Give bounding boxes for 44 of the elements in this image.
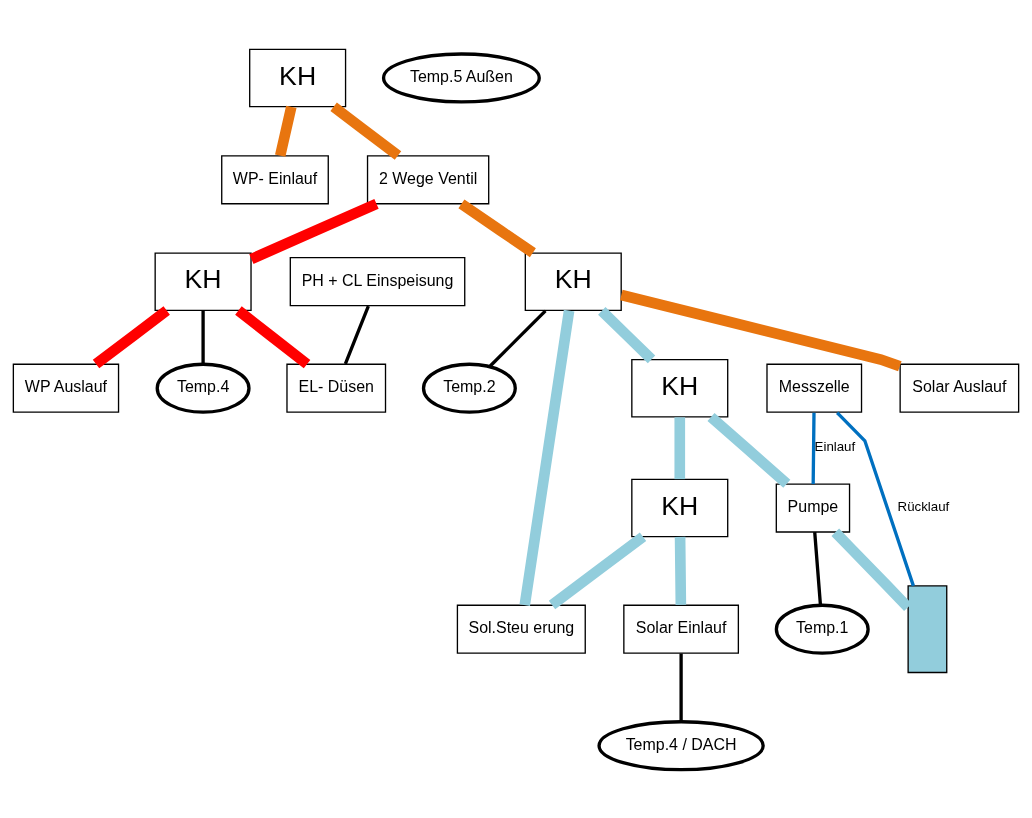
node-box: PH + CL Einspeisung xyxy=(289,256,466,306)
node-box: EL- Düsen xyxy=(286,363,387,413)
node-box: 2 Wege Ventil xyxy=(366,154,490,204)
connector xyxy=(598,306,656,363)
connector xyxy=(235,305,311,368)
node-box: KH xyxy=(631,358,729,417)
connector xyxy=(519,309,575,606)
connector xyxy=(831,528,912,611)
connector xyxy=(620,289,902,371)
node-ellipse: Temp.2 xyxy=(421,362,517,414)
connector xyxy=(488,309,547,368)
node-bar xyxy=(907,584,948,673)
connector xyxy=(275,105,297,157)
connector xyxy=(813,531,823,605)
node-box: WP- Einlauf xyxy=(221,154,329,204)
connector xyxy=(679,653,683,721)
node-box: WP Auslauf xyxy=(12,363,120,413)
connector xyxy=(343,304,370,364)
node-ellipse: Temp.4 xyxy=(155,362,251,414)
node-box: Solar Einlauf xyxy=(623,604,740,654)
connector xyxy=(201,310,205,364)
connector xyxy=(92,305,170,368)
node-ellipse: Temp.4 / DACH xyxy=(597,719,765,771)
node-box: Messzelle xyxy=(766,363,863,413)
connector xyxy=(811,412,816,484)
node-box: Sol.Steu erung xyxy=(456,604,586,654)
node-box: Solar Auslauf xyxy=(899,363,1020,413)
connector xyxy=(707,412,791,488)
node-box: KH xyxy=(524,251,622,311)
connector xyxy=(330,101,402,160)
connector xyxy=(548,532,647,609)
connector xyxy=(674,416,686,479)
connector xyxy=(458,199,536,257)
connector xyxy=(836,411,915,586)
node-ellipse: Temp.1 xyxy=(774,603,870,655)
connector xyxy=(249,198,379,264)
node-box: KH xyxy=(154,251,252,311)
node-box: KH xyxy=(249,48,347,107)
node-ellipse: Temp.5 Außen xyxy=(381,51,541,104)
node-box: Pumpe xyxy=(775,482,851,533)
edge-label: Rücklauf xyxy=(897,498,950,514)
connector xyxy=(674,536,687,605)
node-box: KH xyxy=(631,478,729,537)
edge-label: Einlauf xyxy=(814,438,856,454)
